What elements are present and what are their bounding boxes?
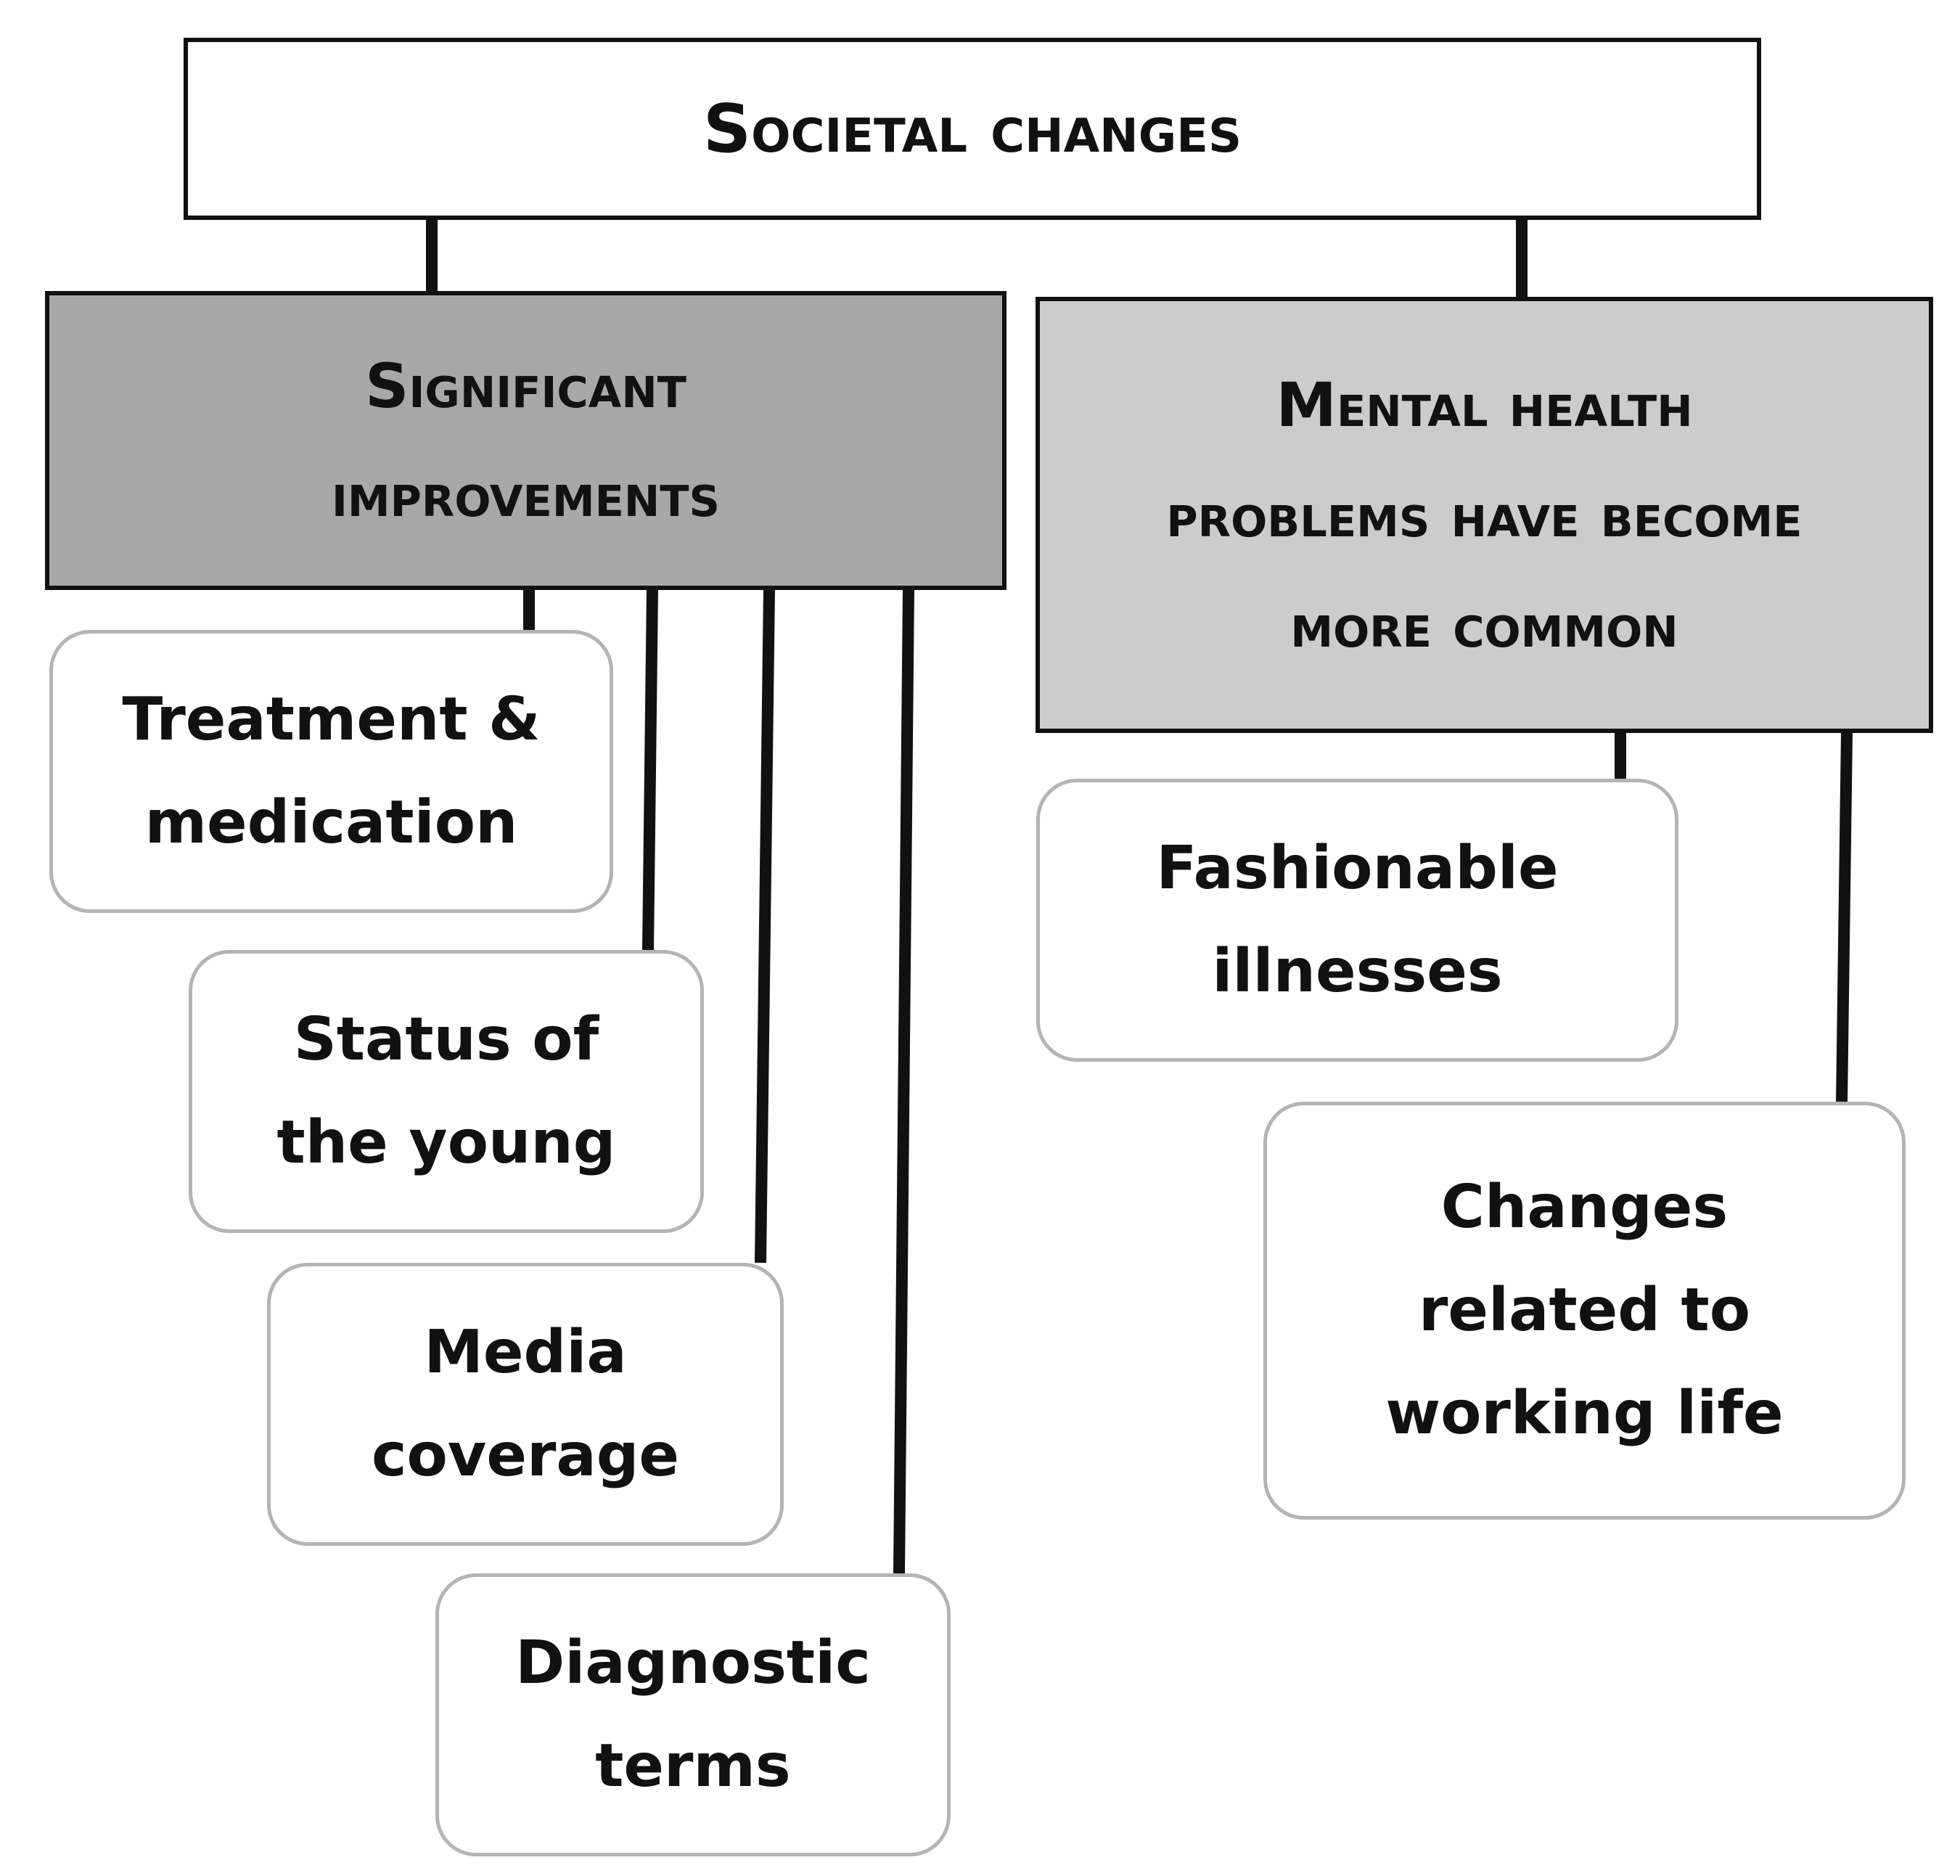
connector-right-item-2 xyxy=(1836,732,1853,1102)
category-label-line: problems have become xyxy=(1166,479,1803,551)
root-node: Societal changes xyxy=(184,38,1761,220)
category-label-line: improvements xyxy=(331,459,720,531)
category-label-line: Mental health xyxy=(1276,369,1693,441)
item-label-line: working life xyxy=(1385,1379,1784,1448)
item-media-coverage: Media coverage xyxy=(267,1263,784,1546)
item-changes-working-life: Changes related to working life xyxy=(1263,1102,1906,1520)
item-label-line: Media xyxy=(424,1318,627,1387)
item-label-line: Fashionable xyxy=(1156,834,1559,903)
item-label-line: terms xyxy=(595,1732,791,1801)
item-label-line: Treatment & xyxy=(122,685,541,754)
connector-left-item-4 xyxy=(893,589,914,1574)
item-fashionable-illnesses: Fashionable illnesses xyxy=(1036,779,1678,1062)
item-label-line: medication xyxy=(144,788,518,857)
item-label-line: the young xyxy=(276,1108,616,1177)
category-label-line: more common xyxy=(1290,589,1678,661)
item-diagnostic-terms: Diagnostic terms xyxy=(435,1573,951,1856)
item-label-line: coverage xyxy=(371,1421,680,1490)
item-treatment-medication: Treatment & medication xyxy=(49,630,613,913)
item-status-of-the-young: Status of the young xyxy=(189,950,704,1233)
item-label-line: illnesses xyxy=(1212,937,1503,1006)
item-label-line: related to xyxy=(1418,1276,1751,1345)
category-label-line: Significant xyxy=(364,351,687,422)
root-node-label: Societal changes xyxy=(702,89,1242,168)
connector-left-item-3 xyxy=(755,589,775,1263)
item-label-line: Changes xyxy=(1440,1173,1729,1242)
connector-left-item-2 xyxy=(642,589,658,951)
item-label-line: Status of xyxy=(293,1005,599,1074)
category-significant-improvements: Significant improvements xyxy=(45,291,1006,590)
category-mental-health-problems: Mental health problems have become more … xyxy=(1036,297,1933,733)
item-label-line: Diagnostic xyxy=(515,1629,871,1697)
